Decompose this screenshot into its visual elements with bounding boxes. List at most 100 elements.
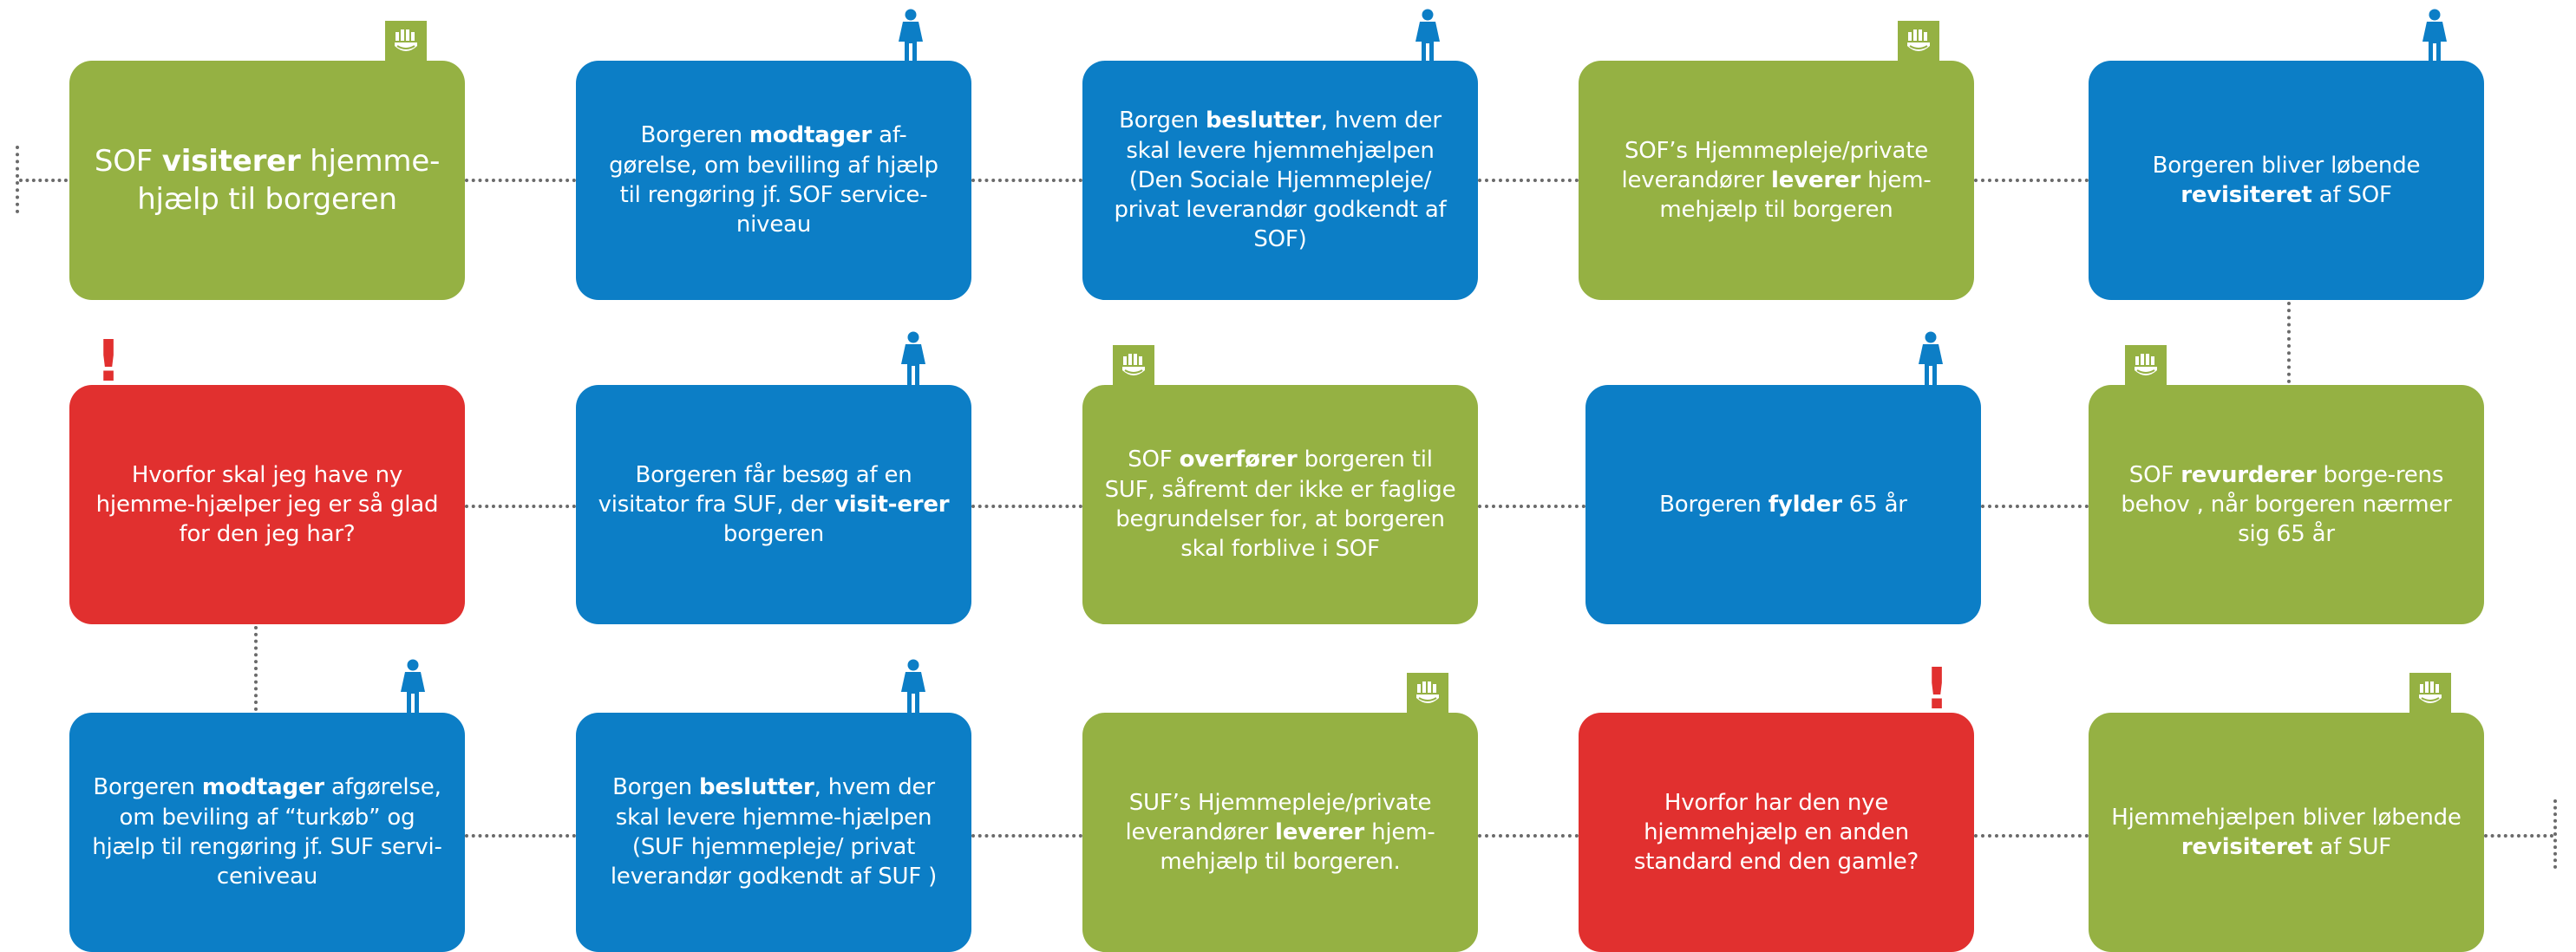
step-text-segment: Borgeren får besøg af en visitator fra S… [598, 461, 912, 518]
connector-exit-bracket [2553, 799, 2557, 869]
step-text: SOF’s Hjemmepleje/private leverandører l… [1599, 136, 1953, 225]
concern-new-helper: Hvorfor skal jeg have ny hjemme-hjælper … [69, 385, 465, 624]
connector-r1-4 [1974, 179, 2089, 182]
citizen-person-icon [1413, 9, 1442, 66]
step-keyword: overfører [1179, 447, 1298, 473]
connector-r2-r3 [254, 626, 258, 711]
step-text-segment: SUF’s Hjemmepleje/private leverandører [1125, 789, 1432, 845]
step-text-segment: hjem-mehjælp til borgeren. [1160, 818, 1435, 876]
connector-r1-r2 [2287, 302, 2291, 383]
step-keyword: fylder [1768, 491, 1842, 518]
step-text-segment: hjemme-hjælp til borgeren [137, 143, 441, 217]
connector-r1-1 [465, 179, 576, 182]
municipality-crest-icon [385, 21, 427, 62]
citizen-person-icon [2420, 9, 2449, 66]
connector-r2-4 [1981, 505, 2089, 508]
step-text-segment: Borgen [612, 774, 699, 801]
step-keyword: revurderer [2180, 461, 2317, 488]
step-keyword: leverer [1771, 166, 1861, 193]
connector-r3-4 [1974, 834, 2089, 838]
connector-r3-3 [1478, 834, 1579, 838]
step-keyword: beslutter [698, 774, 814, 801]
step-text: Borgeren modtager af-gørelse, om bevilli… [597, 121, 951, 239]
municipality-crest-icon [2409, 673, 2451, 714]
citizen-person-icon [398, 659, 428, 716]
step-text: SOF revurderer borge-rens behov , når bo… [2109, 460, 2463, 550]
connector-exit [2484, 834, 2553, 838]
step-keyword: visit-erer [834, 491, 950, 518]
step-text-segment: Hjemmehjælpen bliver løbende [2111, 804, 2462, 831]
step-text: SOF overfører borgeren til SUF, såfremt … [1103, 445, 1457, 564]
municipality-crest-icon [2125, 345, 2167, 387]
municipality-crest-icon [1898, 21, 1939, 62]
step-text-segment: , hvem der skal levere hjemmehjælpen (De… [1114, 108, 1447, 253]
step-citizen-receives-decision: Borgeren modtager af-gørelse, om bevilli… [576, 61, 971, 300]
step-keyword: leverer [1275, 818, 1365, 845]
exclamation-icon: ! [95, 328, 122, 394]
connector-r3-2 [971, 834, 1082, 838]
step-text: Hvorfor har den nye hjemmehjælp en anden… [1599, 788, 1953, 877]
step-text-segment: Borgeren [640, 122, 749, 149]
citizen-person-icon [1916, 331, 1945, 388]
step-text-segment: borgeren [722, 521, 825, 548]
step-text-segment: afgørelse, om beviling af “turkøb” og hj… [92, 774, 442, 890]
step-text: Borgeren bliver løbende revisiteret af S… [2109, 151, 2463, 211]
step-text-segment: Borgeren [93, 774, 202, 801]
step-text-segment: Borgeren bliver løbende [2152, 152, 2421, 179]
step-text-segment: Borgeren [1659, 491, 1769, 518]
connector-r2-3 [1478, 505, 1585, 508]
step-text-segment: 65 år [1841, 491, 1907, 518]
step-keyword: visiterer [161, 143, 301, 179]
step-text: Hvorfor skal jeg have ny hjemme-hjælper … [90, 460, 444, 550]
step-suf-visitor-visit: Borgeren får besøg af en visitator fra S… [576, 385, 971, 624]
step-text-segment: SOF’s Hjemmepleje/private leverandører [1621, 137, 1929, 193]
step-suf-delivers: SUF’s Hjemmepleje/private leverandører l… [1082, 713, 1478, 952]
step-citizen-revisited-sof: Borgeren bliver løbende revisiteret af S… [2089, 61, 2484, 300]
step-text-segment: Borgen [1119, 108, 1206, 134]
step-text: SOF visiterer hjemme-hjælp til borgeren [90, 142, 444, 218]
step-text-segment: Hvorfor har den nye hjemmehjælp en anden… [1633, 789, 1919, 876]
exclamation-icon: ! [1924, 655, 1951, 722]
step-text: Borgen beslutter, hvem der skal levere h… [597, 773, 951, 891]
municipality-crest-icon [1407, 673, 1448, 714]
citizen-person-icon [896, 9, 925, 66]
connector-r3-1 [465, 834, 576, 838]
connector-r1-2 [971, 179, 1082, 182]
step-text: Borgeren får besøg af en visitator fra S… [597, 460, 951, 550]
step-text-segment: af-gørelse, om bevilling af hjælp til re… [609, 122, 938, 238]
step-sof-reassesses: SOF revurderer borge-rens behov , når bo… [2089, 385, 2484, 624]
step-text-segment: SOF [2128, 461, 2181, 488]
step-sof-delivers: SOF’s Hjemmepleje/private leverandører l… [1579, 61, 1974, 300]
connector-r2-1 [465, 505, 576, 508]
step-text-segment: borgeren til SUF, såfremt der ikke er fa… [1104, 447, 1456, 563]
step-text-segment: af SUF [2312, 834, 2392, 860]
step-keyword: revisiteret [2180, 182, 2312, 208]
step-text-segment: af SOF [2311, 182, 2392, 208]
municipality-crest-icon [1113, 345, 1154, 387]
step-citizen-turns-65: Borgeren fylder 65 år [1585, 385, 1981, 624]
step-citizen-chooses-provider: Borgen beslutter, hvem der skal levere h… [1082, 61, 1478, 300]
step-text: Borgeren modtager afgørelse, om beviling… [90, 773, 444, 891]
step-text: Borgeren fylder 65 år [1659, 490, 1907, 519]
step-text: SUF’s Hjemmepleje/private leverandører l… [1103, 788, 1457, 877]
step-help-revisited-suf: Hjemmehjælpen bliver løbende revisiteret… [2089, 713, 2484, 952]
step-text: Borgen beslutter, hvem der skal levere h… [1103, 106, 1457, 255]
citizen-person-icon [899, 659, 928, 716]
connector-r2-2 [971, 505, 1082, 508]
citizen-person-icon [899, 331, 928, 388]
step-keyword: modtager [749, 122, 873, 149]
connector-entry [19, 179, 68, 182]
step-text-segment: SOF [94, 143, 162, 179]
step-text-segment: Hvorfor skal jeg have ny hjemme-hjælper … [95, 461, 439, 548]
step-text-segment: borge-rens behov , når borgeren nærmer s… [2121, 461, 2452, 548]
step-text-segment: , hvem der skal levere hjemme-hjælpen (S… [610, 774, 938, 890]
step-text: Hjemmehjælpen bliver løbende revisiteret… [2109, 803, 2463, 863]
concern-different-standard: Hvorfor har den nye hjemmehjælp en anden… [1579, 713, 1974, 952]
step-keyword: beslutter [1205, 108, 1321, 134]
step-text-segment: SOF [1128, 447, 1180, 473]
step-text-segment: hjem-mehjælp til borgeren [1659, 166, 1932, 224]
step-keyword: modtager [201, 774, 324, 801]
connector-r1-3 [1478, 179, 1579, 182]
step-citizen-chooses-suf-provider: Borgen beslutter, hvem der skal levere h… [576, 713, 971, 952]
step-sof-transfers: SOF overfører borgeren til SUF, såfremt … [1082, 385, 1478, 624]
